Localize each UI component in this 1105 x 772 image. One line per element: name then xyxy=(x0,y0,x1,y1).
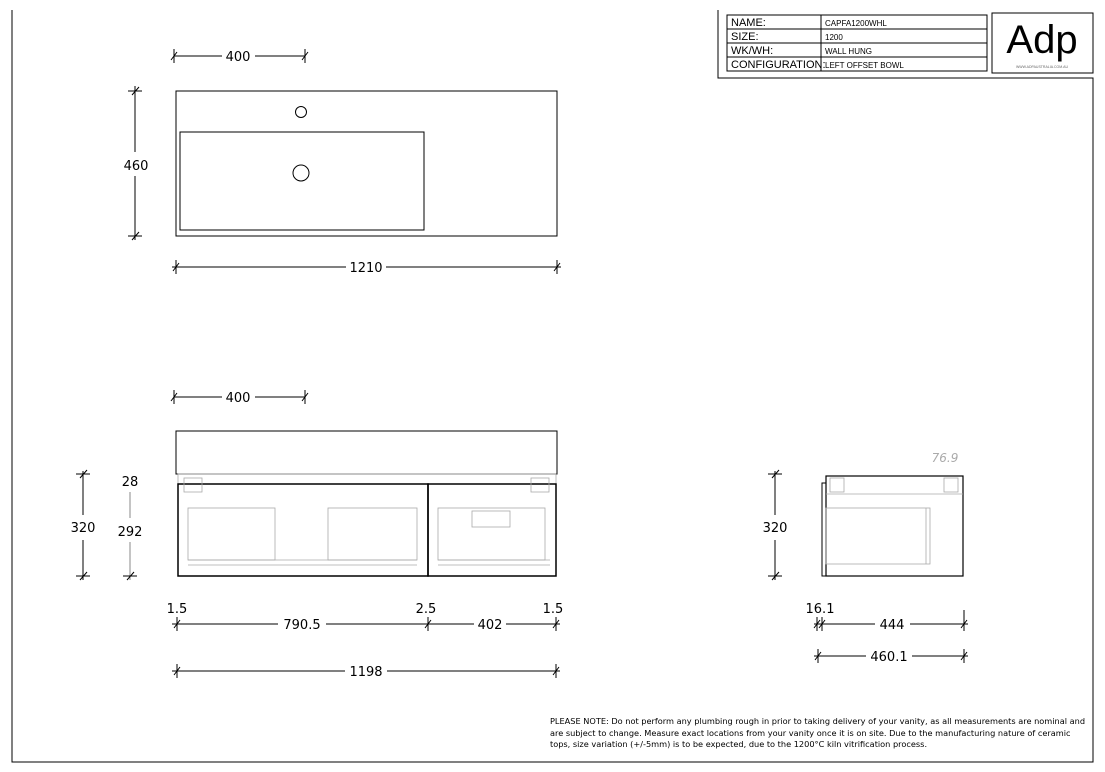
dim-front-top-gap: 28 xyxy=(122,475,139,490)
dim-side-overall-depth: 460.1 xyxy=(870,650,907,665)
drawer-fitting xyxy=(471,510,511,528)
dim-front-tap-offset: 400 xyxy=(226,391,251,406)
side-carcass xyxy=(825,475,964,577)
tap-hole xyxy=(295,106,307,118)
basin-top-outline xyxy=(175,90,558,237)
waste-hole xyxy=(292,164,310,182)
top-view: 400 460 1210 xyxy=(124,49,561,276)
title-label-name: NAME: xyxy=(731,17,766,29)
title-value-mount: WALL HUNG xyxy=(825,47,872,56)
logo-url: WWW.ADPAUSTRALIA.COM.AU xyxy=(1016,65,1069,69)
dim-top-depth: 460 xyxy=(124,159,149,174)
adp-logo: Adp xyxy=(1006,18,1077,62)
dim-side-body-depth: 444 xyxy=(880,618,905,633)
dim-gap-mid: 2.5 xyxy=(416,602,437,617)
dim-side-front-thickness: 16.1 xyxy=(806,602,835,617)
title-label-mount: WK/WH: xyxy=(731,45,773,57)
dim-top-width: 1210 xyxy=(349,261,382,276)
cabinet-carcass xyxy=(177,473,557,577)
dim-right-drawer-width: 402 xyxy=(478,618,503,633)
dim-side-height: 320 xyxy=(763,521,788,536)
logo-box xyxy=(991,12,1094,74)
drawing-frame xyxy=(11,10,1094,763)
left-drawer xyxy=(177,483,429,577)
dim-top-tap-offset: 400 xyxy=(226,50,251,65)
side-view: 76.9 320 16.1 444 460.1 xyxy=(763,451,968,665)
title-label-size: SIZE: xyxy=(731,31,759,43)
dim-front-cabinet-height: 292 xyxy=(118,525,143,540)
dim-gap-right: 1.5 xyxy=(543,602,564,617)
dim-front-height: 320 xyxy=(71,521,96,536)
title-block: NAME: CAPFA1200WHL SIZE: 1200 WK/WH: WAL… xyxy=(726,12,1094,74)
dim-side-top-label: 76.9 xyxy=(932,451,959,465)
dim-gap-left: 1.5 xyxy=(167,602,188,617)
right-drawer xyxy=(427,483,557,577)
title-value-size: 1200 xyxy=(825,33,843,42)
dim-front-overall-width: 1198 xyxy=(349,665,382,680)
dim-left-drawer-width: 790.5 xyxy=(283,618,320,633)
bowl-outline xyxy=(179,131,425,231)
disclaimer-note: PLEASE NOTE: Do not perform any plumbing… xyxy=(550,716,1086,749)
front-view: 400 320 28 292 1.5 2.5 1.5 790.5 402 119… xyxy=(71,390,564,680)
title-value-name: CAPFA1200WHL xyxy=(825,19,887,28)
title-value-config: LEFT OFFSET BOWL xyxy=(825,61,904,70)
title-label-config: CONFIGURATION: xyxy=(731,59,826,71)
basin-front xyxy=(175,430,558,475)
